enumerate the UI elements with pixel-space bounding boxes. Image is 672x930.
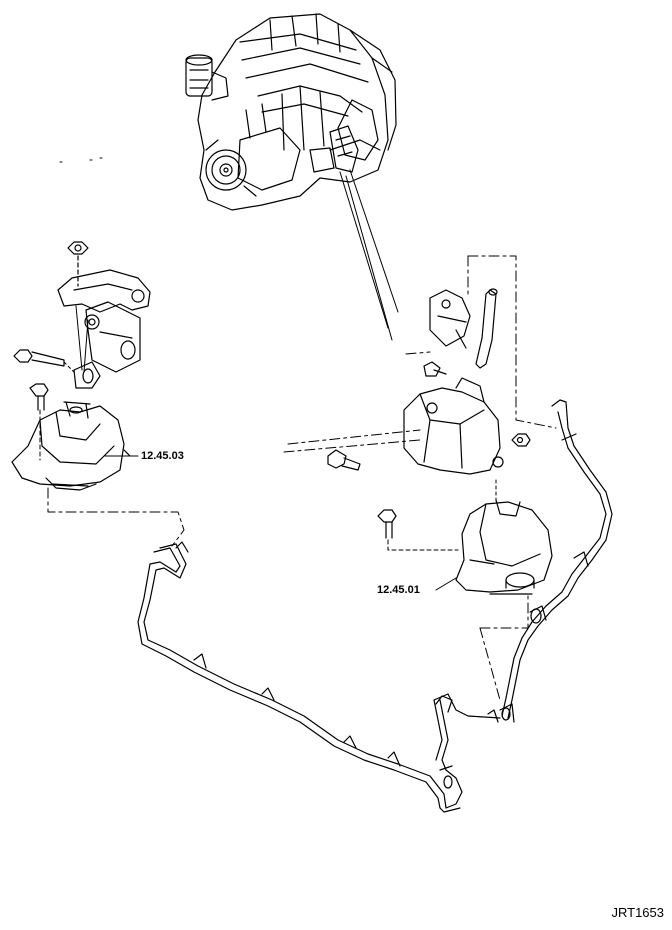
rh-bracket-assembly (14, 242, 150, 460)
bracket-dashed-box (468, 256, 556, 428)
hose-dashed-lines (48, 488, 528, 700)
engine-assembly (60, 14, 396, 210)
rh-engine-mount (12, 402, 130, 490)
lh-engine-mount (378, 500, 552, 594)
center-bolt (328, 450, 360, 470)
lh-bracket-assembly (404, 289, 530, 504)
lh-mount-leader (436, 578, 456, 590)
figure-code: JRT1653 (611, 905, 664, 920)
coolant-pipe-assembly (138, 400, 612, 812)
engine-leader-lines (340, 170, 398, 340)
label-12-45-01: 12.45.01 (377, 584, 420, 596)
center-dashed-lines (284, 352, 430, 452)
label-12-45-03: 12.45.03 (141, 450, 184, 462)
